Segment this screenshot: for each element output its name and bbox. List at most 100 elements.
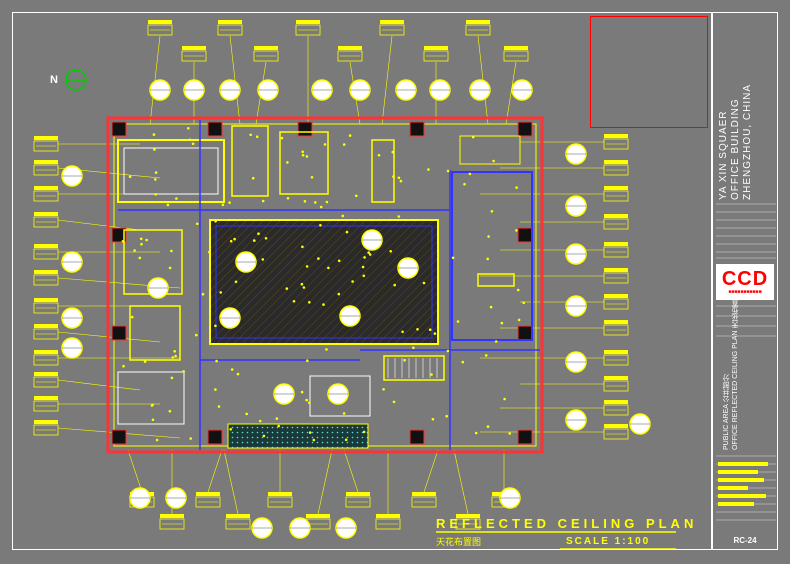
tag-box [423, 50, 449, 62]
room-b [231, 125, 269, 197]
light-fixture [362, 274, 366, 278]
light-fixture [355, 194, 358, 198]
column [111, 121, 127, 137]
light-fixture [257, 232, 260, 235]
room-c [279, 131, 329, 195]
light-fixture [139, 237, 143, 241]
light-fixture [308, 401, 311, 405]
light-fixture [154, 193, 157, 196]
light-fixture [516, 288, 520, 292]
light-fixture [168, 266, 172, 270]
fixture-tag [603, 294, 629, 310]
bottom-room [309, 375, 371, 417]
leader [229, 35, 241, 125]
tag-box [33, 140, 59, 152]
tag-bar [160, 514, 184, 518]
light-fixture [166, 203, 170, 207]
tag-bar [34, 420, 58, 424]
tag-bar [226, 514, 250, 518]
annotation-tags [33, 20, 676, 550]
tag-bar [218, 20, 242, 24]
tag-box [33, 302, 59, 314]
light-fixture [308, 431, 312, 434]
light-fixture [221, 203, 225, 207]
light-fixture [174, 354, 177, 358]
light-fixture [323, 143, 327, 146]
tag-box [225, 518, 251, 530]
fixture-tag [217, 20, 243, 36]
atrium-ceiling [209, 219, 439, 345]
tag-bar [34, 136, 58, 140]
light-fixture [314, 201, 317, 204]
light-fixture [280, 136, 284, 140]
light-fixture [508, 432, 512, 435]
title-block-fill [718, 470, 758, 474]
plan-scale: SCALE 1:100 [566, 536, 651, 547]
tag-box [33, 400, 59, 412]
fixture-tag [33, 186, 59, 202]
leader [149, 35, 161, 125]
logo-text: CCD [721, 268, 769, 290]
bottom-water [227, 423, 369, 449]
leader [127, 449, 143, 493]
tag-bar [34, 396, 58, 400]
tag-box [503, 50, 529, 62]
north-label: N [50, 74, 58, 86]
light-fixture [261, 258, 265, 261]
light-fixture [368, 253, 372, 256]
tag-box [195, 496, 221, 508]
light-fixture [446, 349, 450, 353]
tag-bar [456, 514, 480, 518]
light-fixture [275, 417, 279, 420]
right-light [477, 273, 515, 287]
light-fixture [154, 178, 157, 181]
light-fixture [305, 398, 309, 402]
tag-bar [34, 244, 58, 248]
sheet-number: RC-24 [733, 536, 757, 545]
light-fixture [345, 230, 349, 234]
light-fixture [140, 242, 143, 246]
drawing-block-title: PUBLIC AREA 公共部分 OFFICE REFLECTED CEILIN… [722, 294, 772, 450]
light-fixture [310, 176, 314, 179]
fixture-tag [465, 20, 491, 36]
tag-bar [412, 492, 436, 496]
light-fixture [285, 287, 289, 290]
tag-bar [604, 160, 628, 164]
room-d [371, 139, 395, 203]
right-zone [451, 171, 533, 341]
light-fixture [301, 245, 304, 249]
light-fixture [401, 330, 404, 334]
light-fixture [229, 428, 232, 431]
fixture-tag [379, 20, 405, 36]
logo-subtext: ■■■■■■■■■■■ [728, 289, 762, 295]
column [111, 429, 127, 445]
light-fixture [494, 340, 498, 343]
fixture-tag [181, 46, 207, 62]
light-fixture [187, 127, 190, 130]
room-a [117, 139, 225, 203]
light-fixture [308, 301, 311, 304]
tag-bar [604, 400, 628, 404]
left-room-2 [129, 305, 181, 361]
light-fixture [138, 256, 142, 260]
light-fixture [208, 250, 211, 254]
light-fixture [489, 305, 493, 309]
atrium-inner [215, 225, 433, 339]
light-fixture [301, 150, 305, 154]
tag-box [33, 248, 59, 260]
light-fixture [214, 388, 217, 391]
fixture-tag [33, 372, 59, 388]
light-fixture [121, 240, 125, 243]
light-fixture [486, 257, 490, 261]
light-fixture [303, 200, 307, 203]
fixture-tag [33, 324, 59, 340]
light-fixture [201, 292, 205, 296]
light-fixture [500, 321, 504, 325]
tag-bar [604, 242, 628, 246]
light-fixture [258, 419, 262, 423]
fixture-tag [603, 376, 629, 392]
fixture-tag [603, 400, 629, 416]
light-fixture [412, 346, 415, 350]
tag-box [253, 50, 279, 62]
tag-bar [604, 134, 628, 138]
